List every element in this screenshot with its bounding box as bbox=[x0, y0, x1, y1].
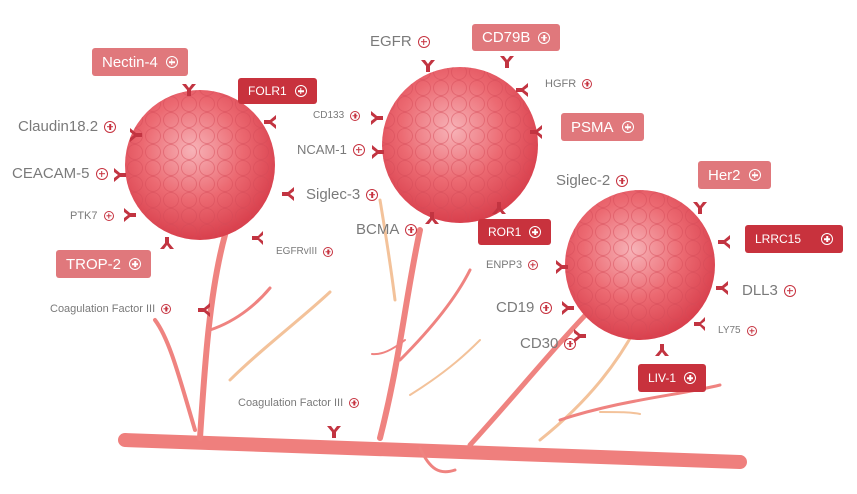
tumor-right bbox=[565, 190, 715, 340]
target-folr1[interactable]: FOLR1 bbox=[238, 78, 317, 104]
target-cd30[interactable]: CD30 bbox=[520, 335, 577, 352]
plus-circle-icon bbox=[821, 233, 833, 245]
target-trop-2[interactable]: TROP-2 bbox=[56, 250, 152, 278]
plus-circle-icon bbox=[103, 211, 114, 221]
plus-circle-icon bbox=[161, 304, 172, 314]
receptor-y-icon-group bbox=[114, 56, 730, 438]
target-coagulation-factor-iii-bottom[interactable]: Coagulation Factor III bbox=[238, 397, 360, 409]
target-lrrc15-label: LRRC15 bbox=[755, 232, 802, 246]
target-liv-1[interactable]: LIV-1 bbox=[638, 364, 707, 392]
target-egfrviii[interactable]: EGFRvIII bbox=[276, 246, 334, 257]
target-siglec-3[interactable]: Siglec-3 bbox=[306, 186, 379, 203]
plus-circle-icon bbox=[684, 372, 697, 384]
target-cd133-label: CD133 bbox=[313, 110, 345, 121]
plus-circle-icon bbox=[417, 35, 430, 48]
plus-circle-icon bbox=[540, 301, 553, 314]
target-nectin-4[interactable]: Nectin-4 bbox=[92, 48, 188, 76]
target-her2[interactable]: Her2 bbox=[698, 161, 771, 189]
target-enpp3-label: ENPP3 bbox=[486, 259, 523, 271]
target-ptk7-label: PTK7 bbox=[70, 210, 98, 222]
target-dll3[interactable]: DLL3 bbox=[742, 282, 796, 299]
target-cd79b[interactable]: CD79B bbox=[472, 24, 561, 51]
target-liv-1-label: LIV-1 bbox=[648, 371, 677, 385]
target-cd19[interactable]: CD19 bbox=[496, 299, 553, 316]
target-claudin18-2-label: Claudin18.2 bbox=[18, 118, 99, 135]
target-egfr-label: EGFR bbox=[370, 33, 412, 50]
target-ceacam-5-label: CEACAM-5 bbox=[12, 165, 90, 182]
target-ly75[interactable]: LY75 bbox=[718, 325, 757, 336]
target-cd133[interactable]: CD133 bbox=[313, 110, 361, 121]
target-egfrviii-label: EGFRvIII bbox=[276, 246, 318, 257]
target-bcma-label: BCMA bbox=[356, 221, 400, 238]
target-trop-2-label: TROP-2 bbox=[66, 255, 122, 273]
target-siglec-3-label: Siglec-3 bbox=[306, 186, 361, 203]
target-claudin18-2[interactable]: Claudin18.2 bbox=[18, 118, 117, 135]
target-folr1-label: FOLR1 bbox=[248, 84, 287, 98]
target-hgfr-label: HGFR bbox=[545, 78, 577, 90]
target-siglec-2[interactable]: Siglec-2 bbox=[556, 172, 629, 189]
target-lrrc15[interactable]: LRRC15 bbox=[745, 225, 843, 253]
plus-circle-icon bbox=[129, 258, 142, 270]
plus-circle-icon bbox=[616, 174, 629, 187]
plus-circle-icon bbox=[104, 120, 117, 133]
target-her2-label: Her2 bbox=[708, 166, 741, 184]
plus-circle-icon bbox=[564, 337, 577, 350]
target-ror1[interactable]: ROR1 bbox=[478, 219, 552, 245]
target-coagulation-factor-iii-left[interactable]: Coagulation Factor III bbox=[50, 303, 172, 315]
target-coagulation-factor-iii-label: Coagulation Factor III bbox=[238, 397, 344, 409]
target-enpp3[interactable]: ENPP3 bbox=[486, 259, 539, 271]
plus-circle-icon bbox=[621, 121, 634, 133]
target-cd30-label: CD30 bbox=[520, 335, 559, 352]
target-ncam-1-label: NCAM-1 bbox=[297, 142, 347, 157]
target-nectin-4-label: Nectin-4 bbox=[102, 53, 158, 71]
plus-circle-icon bbox=[748, 169, 761, 181]
plus-circle-icon bbox=[529, 226, 542, 238]
plus-circle-icon bbox=[294, 85, 307, 97]
target-bcma[interactable]: BCMA bbox=[356, 221, 418, 238]
target-ptk7[interactable]: PTK7 bbox=[70, 210, 114, 222]
target-ceacam-5[interactable]: CEACAM-5 bbox=[12, 165, 108, 182]
plus-circle-icon bbox=[783, 284, 796, 297]
target-psma[interactable]: PSMA bbox=[561, 113, 644, 141]
target-cd19-label: CD19 bbox=[496, 299, 535, 316]
plus-circle-icon bbox=[366, 188, 379, 201]
plus-circle-icon bbox=[582, 79, 593, 89]
target-cd79b-label: CD79B bbox=[482, 29, 531, 46]
target-dll3-label: DLL3 bbox=[742, 282, 778, 299]
target-coagulation-factor-iii-label: Coagulation Factor III bbox=[50, 303, 156, 315]
plus-circle-icon bbox=[165, 56, 178, 68]
target-ror1-label: ROR1 bbox=[488, 225, 522, 239]
target-ncam-1[interactable]: NCAM-1 bbox=[297, 142, 365, 157]
plus-circle-icon bbox=[95, 167, 108, 180]
tumor-middle bbox=[382, 67, 538, 223]
target-egfr[interactable]: EGFR bbox=[370, 33, 430, 50]
plus-circle-icon bbox=[350, 110, 361, 121]
plus-circle-icon bbox=[349, 398, 360, 408]
target-hgfr[interactable]: HGFR bbox=[545, 78, 593, 90]
plus-circle-icon bbox=[746, 325, 757, 336]
target-ly75-label: LY75 bbox=[718, 325, 741, 336]
target-psma-label: PSMA bbox=[571, 118, 614, 136]
tumor-left bbox=[125, 90, 275, 240]
plus-circle-icon bbox=[528, 260, 539, 270]
plus-circle-icon bbox=[323, 246, 334, 257]
plus-circle-icon bbox=[538, 31, 551, 44]
plus-circle-icon bbox=[352, 143, 365, 156]
plus-circle-icon bbox=[405, 223, 418, 236]
target-siglec-2-label: Siglec-2 bbox=[556, 172, 611, 189]
